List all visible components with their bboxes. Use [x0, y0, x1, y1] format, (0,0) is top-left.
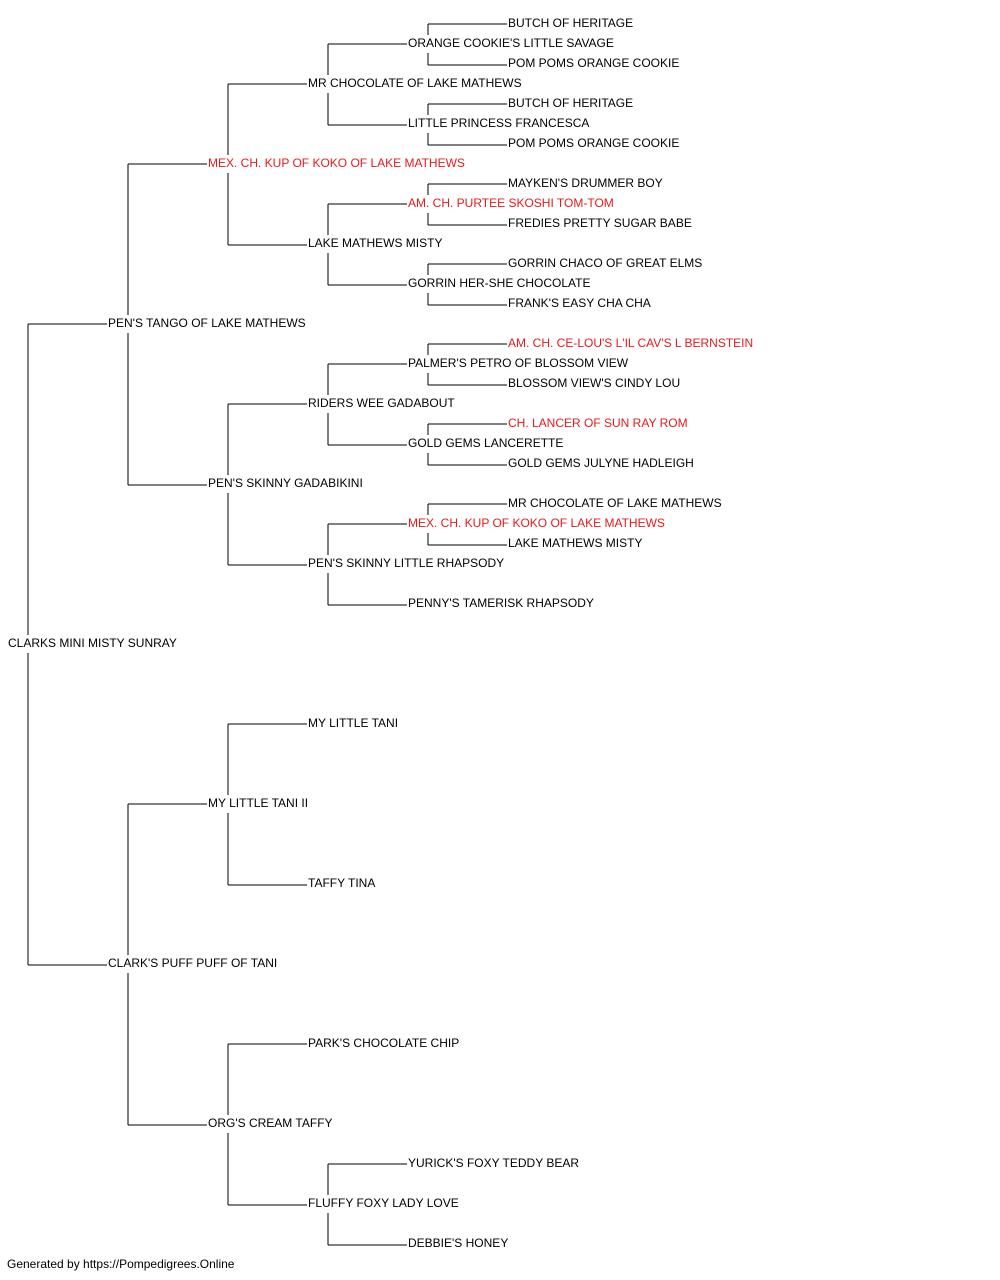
ancestor-name: ORANGE COOKIE'S LITTLE SAVAGE [407, 36, 615, 50]
ancestor-name: BLOSSOM VIEW'S CINDY LOU [507, 376, 682, 390]
ancestor-name: MY LITTLE TANI [307, 716, 400, 730]
ancestor-name: FLUFFY FOXY LADY LOVE [307, 1196, 460, 1210]
ancestor-name: ORG'S CREAM TAFFY [207, 1116, 334, 1130]
ancestor-name: PENNY'S TAMERISK RHAPSODY [407, 596, 595, 610]
ancestor-name: GORRIN CHACO OF GREAT ELMS [507, 256, 704, 270]
ancestor-name: LITTLE PRINCESS FRANCESCA [407, 116, 591, 130]
ancestor-name: CH. LANCER OF SUN RAY ROM [507, 416, 689, 430]
ancestor-name: LAKE MATHEWS MISTY [507, 536, 644, 550]
ancestor-name: PEN'S TANGO OF LAKE MATHEWS [107, 316, 307, 330]
ancestor-name: LAKE MATHEWS MISTY [307, 236, 444, 250]
ancestor-name: MAYKEN'S DRUMMER BOY [507, 176, 664, 190]
ancestor-name: PALMER'S PETRO OF BLOSSOM VIEW [407, 356, 630, 370]
ancestor-name: MEX. CH. KUP OF KOKO OF LAKE MATHEWS [207, 156, 466, 170]
ancestor-name: YURICK'S FOXY TEDDY BEAR [407, 1156, 581, 1170]
ancestor-name: BUTCH OF HERITAGE [507, 96, 635, 110]
ancestor-name: FRANK'S EASY CHA CHA [507, 296, 652, 310]
ancestor-name: TAFFY TINA [307, 876, 377, 890]
ancestor-name: PARK'S CHOCOLATE CHIP [307, 1036, 461, 1050]
ancestor-name: RIDERS WEE GADABOUT [307, 396, 456, 410]
ancestor-name: MR CHOCOLATE OF LAKE MATHEWS [507, 496, 723, 510]
ancestor-name: MEX. CH. KUP OF KOKO OF LAKE MATHEWS [407, 516, 666, 530]
ancestor-name: MR CHOCOLATE OF LAKE MATHEWS [307, 76, 523, 90]
ancestor-name: MY LITTLE TANI II [207, 796, 310, 810]
generated-by-footer: Generated by https://Pompedigrees.Online [7, 1257, 235, 1271]
ancestor-name: GOLD GEMS LANCERETTE [407, 436, 565, 450]
ancestor-name: GORRIN HER-SHE CHOCOLATE [407, 276, 592, 290]
ancestor-name: DEBBIE'S HONEY [407, 1236, 510, 1250]
ancestor-name: BUTCH OF HERITAGE [507, 16, 635, 30]
ancestor-name: POM POMS ORANGE COOKIE [507, 56, 681, 70]
ancestor-name: PEN'S SKINNY GADABIKINI [207, 476, 364, 490]
ancestor-name: PEN'S SKINNY LITTLE RHAPSODY [307, 556, 506, 570]
subject-dog-name: CLARKS MINI MISTY SUNRAY [7, 636, 178, 650]
ancestor-name: FREDIES PRETTY SUGAR BABE [507, 216, 693, 230]
ancestor-name: GOLD GEMS JULYNE HADLEIGH [507, 456, 695, 470]
ancestor-name: CLARK'S PUFF PUFF OF TANI [107, 956, 279, 970]
ancestor-name: AM. CH. CE-LOU'S L'IL CAV'S L BERNSTEIN [507, 336, 755, 350]
ancestor-name: AM. CH. PURTEE SKOSHI TOM-TOM [407, 196, 615, 210]
ancestor-name: POM POMS ORANGE COOKIE [507, 136, 681, 150]
